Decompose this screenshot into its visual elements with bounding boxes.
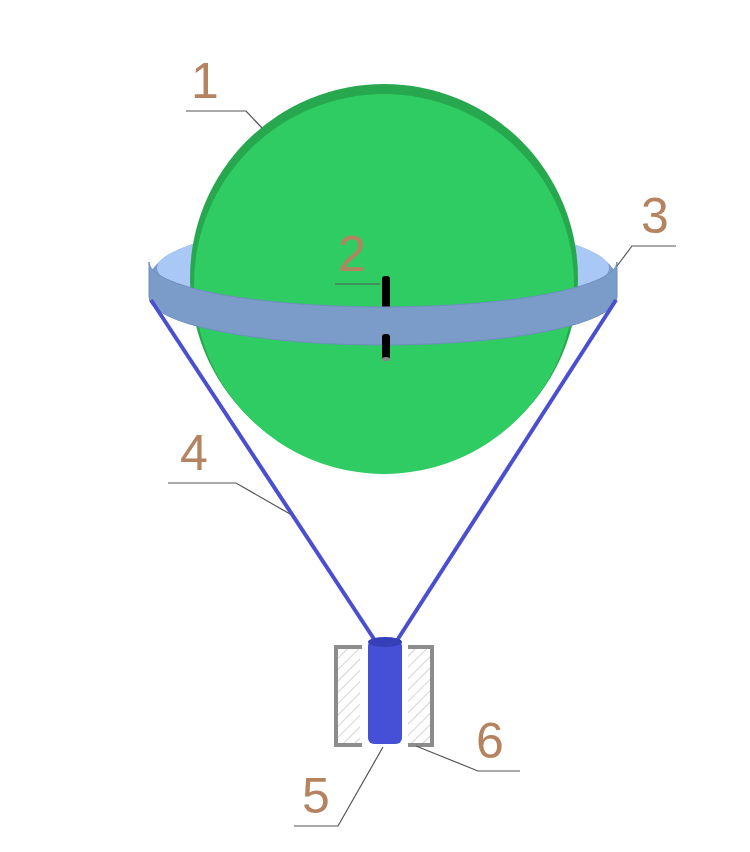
callout-number: 6	[476, 716, 504, 766]
callout-number: 2	[338, 229, 366, 279]
holder-hatch	[408, 649, 430, 743]
tether	[151, 300, 376, 642]
leader-line	[335, 283, 380, 284]
leader-line	[617, 246, 676, 266]
post-top	[368, 637, 402, 647]
ring-front	[149, 262, 617, 345]
leader-line	[186, 111, 262, 128]
post	[368, 640, 402, 744]
callout-number: 3	[641, 191, 669, 241]
callout-number: 5	[302, 771, 330, 821]
holder-bracket	[408, 647, 432, 745]
callout-number: 4	[180, 428, 208, 478]
leader-line	[294, 747, 383, 826]
holder-bracket	[336, 647, 362, 745]
leader-line	[168, 483, 290, 514]
rod-end	[382, 357, 390, 361]
tether	[396, 300, 616, 642]
holder-hatch	[338, 649, 360, 743]
rod	[382, 334, 390, 360]
sphere	[194, 94, 574, 474]
callout-number: 1	[191, 56, 219, 106]
leader-line	[416, 746, 520, 771]
